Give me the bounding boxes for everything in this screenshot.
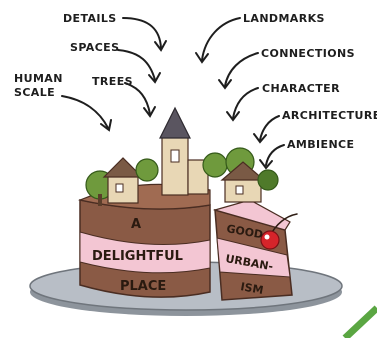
church-tower [161,136,189,196]
arrow-human-scale-head [100,119,112,132]
tree-left-trunk [98,194,102,206]
arrow-character-head [226,111,240,122]
cake-slice-cream [216,237,291,278]
arrow-ambience-head [259,159,273,170]
cake-cream-layer [79,231,211,274]
arrow-trees [124,82,151,115]
cherry [260,230,280,250]
label-ambience: AMBIENCE [287,138,354,151]
house-right-window [235,185,244,195]
slice-text-line1: GOOD [225,222,264,241]
label-human-scale-line1: HUMAN [14,72,63,85]
arrow-details [122,17,162,49]
tree-right-1 [202,152,228,178]
arrow-ambience [265,144,285,166]
arrow-connections [224,52,259,87]
label-details: DETAILS [63,12,117,25]
label-human-scale-line2: SCALE [14,86,55,99]
arrow-human-scale [61,95,109,129]
arrow-character [232,87,259,119]
cake-text-line3: PLACE [120,279,166,294]
label-character: CHARACTER [262,82,340,95]
arrow-spaces [117,49,156,81]
arrow-trees-head [143,106,156,118]
house-left-window [115,183,124,193]
arrow-architecture-head [253,133,267,144]
cake-text-line1: A [131,217,141,232]
tree-middle [135,158,159,182]
church-spire [159,106,191,139]
church-window [170,149,180,163]
house-right-roof [220,161,266,181]
arrow-landmarks-head [195,52,209,64]
label-architecture: ARCHITECTURE [282,109,377,122]
cherry-highlight [264,234,270,240]
arrow-connections-head [218,79,232,90]
label-landmarks: LANDMARKS [243,12,325,25]
arrow-architecture [259,115,280,141]
slice-text-line3: ISM [239,280,264,297]
arrow-spaces-head [148,72,161,84]
label-spaces: SPACES [70,41,119,54]
arrow-landmarks [201,17,241,61]
label-trees: TREES [92,75,133,88]
cake-slice-top [212,199,291,231]
label-connections: CONNECTIONS [261,47,355,60]
green-accent-stroke [342,305,377,338]
house-left-roof [102,157,144,178]
tree-far-right [257,169,279,191]
arrow-details-head [154,40,167,52]
cake-text-line2: DELIGHTFUL [92,249,183,264]
